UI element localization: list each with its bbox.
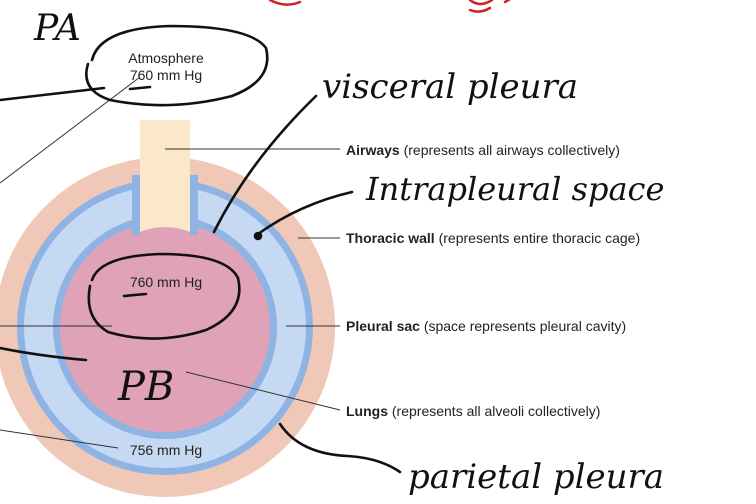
airways-label: Airways (represents all airways collecti… <box>346 142 620 158</box>
visceral-pleura-annotation: visceral pleura <box>322 67 578 107</box>
alveolar-loop <box>87 252 241 340</box>
pa-annotation: PA <box>33 8 81 49</box>
atmosphere-loop <box>85 24 269 107</box>
parietal-pointer <box>278 422 402 474</box>
alveolar-underline <box>122 292 148 298</box>
airway <box>140 120 190 225</box>
airway-join <box>140 225 190 232</box>
thoracic-wall-label: Thoracic wall (represents entire thoraci… <box>346 230 640 246</box>
intrapleural-pressure: 756 mm Hg <box>130 442 202 458</box>
parietal-pleura-annotation: parietal pleura <box>408 457 664 497</box>
lungs-arrow <box>0 346 88 362</box>
alveolar-pressure: 760 mm Hg <box>130 274 202 290</box>
handwritten-annotations <box>0 24 402 474</box>
atmosphere-label: Atmosphere <box>128 50 204 66</box>
lungs-leader <box>185 371 341 411</box>
atmosphere-underline <box>128 85 152 91</box>
atmosphere-pressure: 760 mm Hg <box>130 67 202 83</box>
atmosphere-arrow <box>0 86 106 102</box>
pb-annotation: PB <box>117 364 174 410</box>
pleural-sac-label: Pleural sac (space represents pleural ca… <box>346 318 626 334</box>
intrapleural-pointer <box>256 190 354 236</box>
intrapleural-leader <box>0 429 119 449</box>
lungs-label: Lungs (represents all alveoli collective… <box>346 403 600 419</box>
intrapleural-space-annotation: Intrapleural space <box>365 170 664 208</box>
visceral-pointer <box>212 94 318 234</box>
red-annotation-fragment <box>268 0 512 13</box>
airway-membrane-left <box>132 175 140 235</box>
airway-membrane-right <box>190 175 198 235</box>
intrapleural-dot <box>253 231 263 241</box>
atmosphere-leader <box>0 76 141 184</box>
